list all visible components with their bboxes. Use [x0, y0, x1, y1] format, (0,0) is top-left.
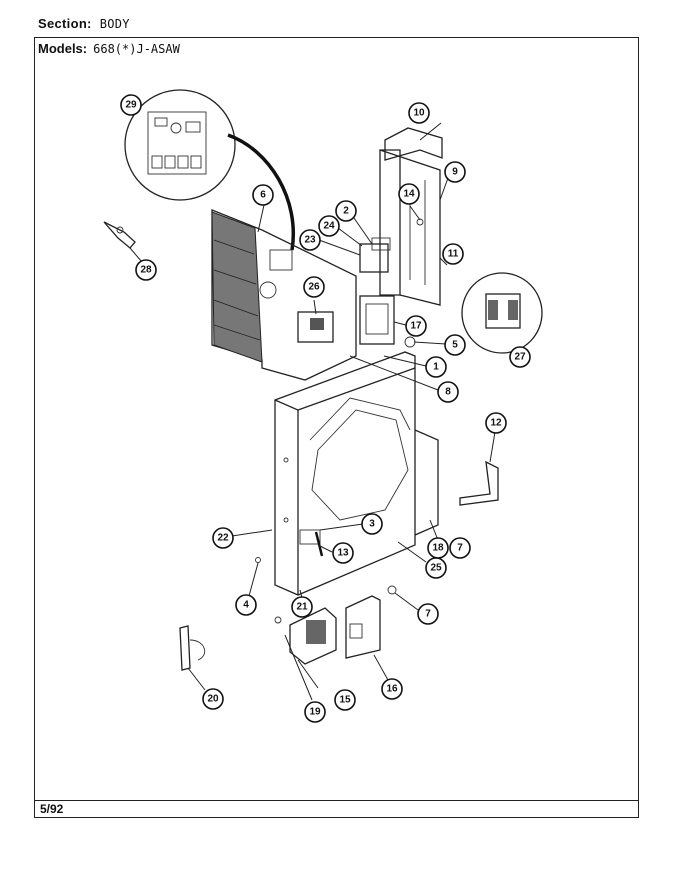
callout-16: 16 [381, 678, 403, 700]
svg-text:25: 25 [430, 563, 442, 574]
part-cabinet-front [231, 351, 439, 599]
svg-text:16: 16 [386, 684, 398, 695]
svg-text:22: 22 [217, 533, 229, 544]
part-side-bracket-12 [459, 431, 499, 506]
callout-27: 27 [509, 346, 531, 368]
callout-8: 8 [437, 381, 459, 403]
callout-25: 25 [425, 557, 447, 579]
svg-text:23: 23 [304, 235, 316, 246]
part-square-component-17 [359, 295, 407, 345]
callout-7-b: 7 [417, 603, 439, 625]
part-transformer-detail [461, 272, 543, 354]
footer-rule [34, 800, 639, 801]
callout-7-a: 7 [449, 537, 471, 559]
svg-text:15: 15 [339, 695, 351, 706]
section-value: BODY [99, 17, 130, 31]
callout-21: 21 [291, 596, 313, 618]
callout-18: 18 [427, 537, 449, 559]
svg-text:9: 9 [452, 167, 458, 178]
svg-text:12: 12 [490, 418, 502, 429]
part-cover-16 [345, 585, 419, 681]
part-component-26 [297, 299, 334, 343]
svg-text:10: 10 [413, 108, 425, 119]
svg-text:13: 13 [337, 548, 349, 559]
svg-text:14: 14 [403, 189, 415, 200]
svg-text:11: 11 [448, 249, 459, 260]
callout-5: 5 [444, 334, 466, 356]
section-line: Section: BODY [38, 16, 130, 31]
callout-6: 6 [252, 184, 274, 206]
callout-26: 26 [303, 276, 325, 298]
svg-text:3: 3 [369, 519, 375, 530]
callout-23: 23 [299, 229, 321, 251]
svg-text:18: 18 [432, 543, 444, 554]
svg-text:28: 28 [140, 265, 152, 276]
svg-text:21: 21 [296, 602, 308, 613]
svg-text:17: 17 [410, 321, 422, 332]
svg-text:2: 2 [343, 206, 349, 217]
callout-12: 12 [485, 412, 507, 434]
callout-11: 11 [442, 243, 464, 265]
svg-text:19: 19 [309, 707, 321, 718]
part-bracket-28 [103, 221, 143, 263]
callout-15: 15 [334, 689, 356, 711]
svg-text:7: 7 [457, 543, 463, 554]
models-line: Models: 668(*)J-ASAW [38, 41, 180, 56]
section-label: Section: [38, 16, 92, 31]
svg-text:24: 24 [323, 221, 335, 232]
svg-text:7: 7 [425, 609, 431, 620]
part-control-board-detail [124, 89, 295, 251]
part-hinge-20 [179, 625, 206, 691]
callout-19: 19 [304, 701, 326, 723]
models-value: 668(*)J-ASAW [93, 42, 180, 56]
callout-4: 4 [235, 594, 257, 616]
callout-1: 1 [425, 356, 447, 378]
svg-text:20: 20 [207, 694, 219, 705]
callout-17: 17 [405, 315, 427, 337]
callout-10: 10 [408, 102, 430, 124]
part-upper-bracket-assembly [379, 122, 449, 306]
part-screw-4 [248, 557, 261, 597]
svg-text:29: 29 [125, 100, 137, 111]
callout-layer: 29 10 9 6 14 2 24 23 28 11 26 17 27 5 1 … [120, 94, 531, 723]
callout-29: 29 [120, 94, 142, 116]
callout-9: 9 [444, 161, 466, 183]
svg-text:4: 4 [243, 600, 249, 611]
part-rear-panel-6 [211, 204, 357, 381]
callout-20: 20 [202, 688, 224, 710]
part-switch-assembly-15 [274, 607, 337, 701]
callout-28: 28 [135, 259, 157, 281]
callout-14: 14 [398, 183, 420, 205]
svg-text:26: 26 [308, 282, 320, 293]
callout-22: 22 [212, 527, 234, 549]
models-label: Models: [38, 41, 88, 56]
callout-2: 2 [335, 200, 357, 222]
svg-text:8: 8 [445, 387, 451, 398]
part-switch-hardware [318, 205, 424, 273]
diagram-frame [34, 37, 639, 818]
svg-text:5: 5 [452, 340, 458, 351]
svg-text:6: 6 [260, 190, 266, 201]
callout-3: 3 [361, 513, 383, 535]
callout-13: 13 [332, 542, 354, 564]
revision-date: 5/92 [40, 802, 64, 816]
svg-text:1: 1 [433, 362, 439, 373]
callout-24: 24 [318, 215, 340, 237]
svg-text:27: 27 [514, 352, 526, 363]
